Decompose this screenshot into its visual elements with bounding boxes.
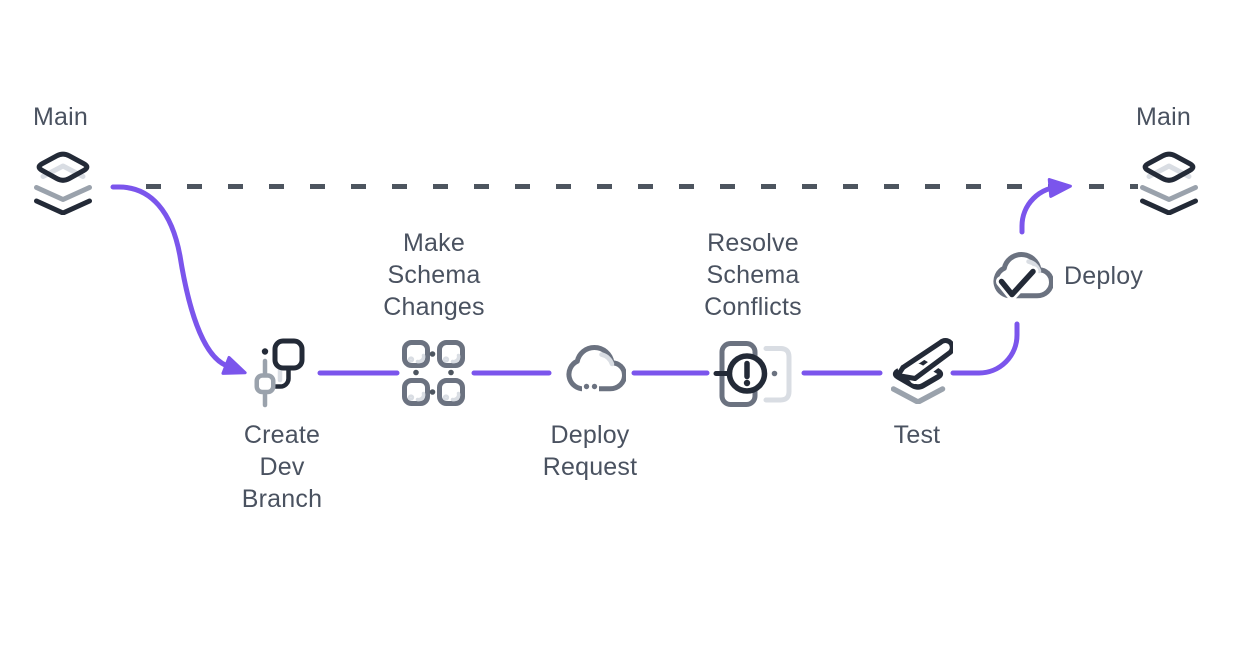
schema-conflict-icon [713,341,792,407]
branch-off-curve [110,184,229,368]
step-label-deploy-request: Deploy Request [542,421,638,481]
schema-grid-accents [407,353,461,402]
schema-grid-icon [402,340,465,406]
step-label-make-schema-changes: Make Schema Changes [383,229,485,321]
pencil-icon [900,338,953,381]
step-label-resolve-schema-conflicts: Resolve Schema Conflicts [704,229,802,321]
main-branch-label-right: Main [1136,103,1191,131]
cloud-check-icon [993,252,1053,300]
merge-arrowhead [1047,178,1072,198]
edit-layer-icon [891,336,953,404]
check-icon [998,268,1036,298]
branch-off-arrowhead [221,355,247,375]
layers-icon [1140,151,1198,215]
layers-icon [34,151,92,215]
branch-icon [254,338,305,408]
step-label-create-dev-branch: Create Dev Branch [241,421,323,513]
merge-curve-lower [950,321,1020,376]
step-label-deploy: Deploy [1064,262,1144,290]
main-branch-label-left: Main [33,103,88,131]
cloud-icon [566,345,626,393]
step-label-test: Test [893,421,941,449]
